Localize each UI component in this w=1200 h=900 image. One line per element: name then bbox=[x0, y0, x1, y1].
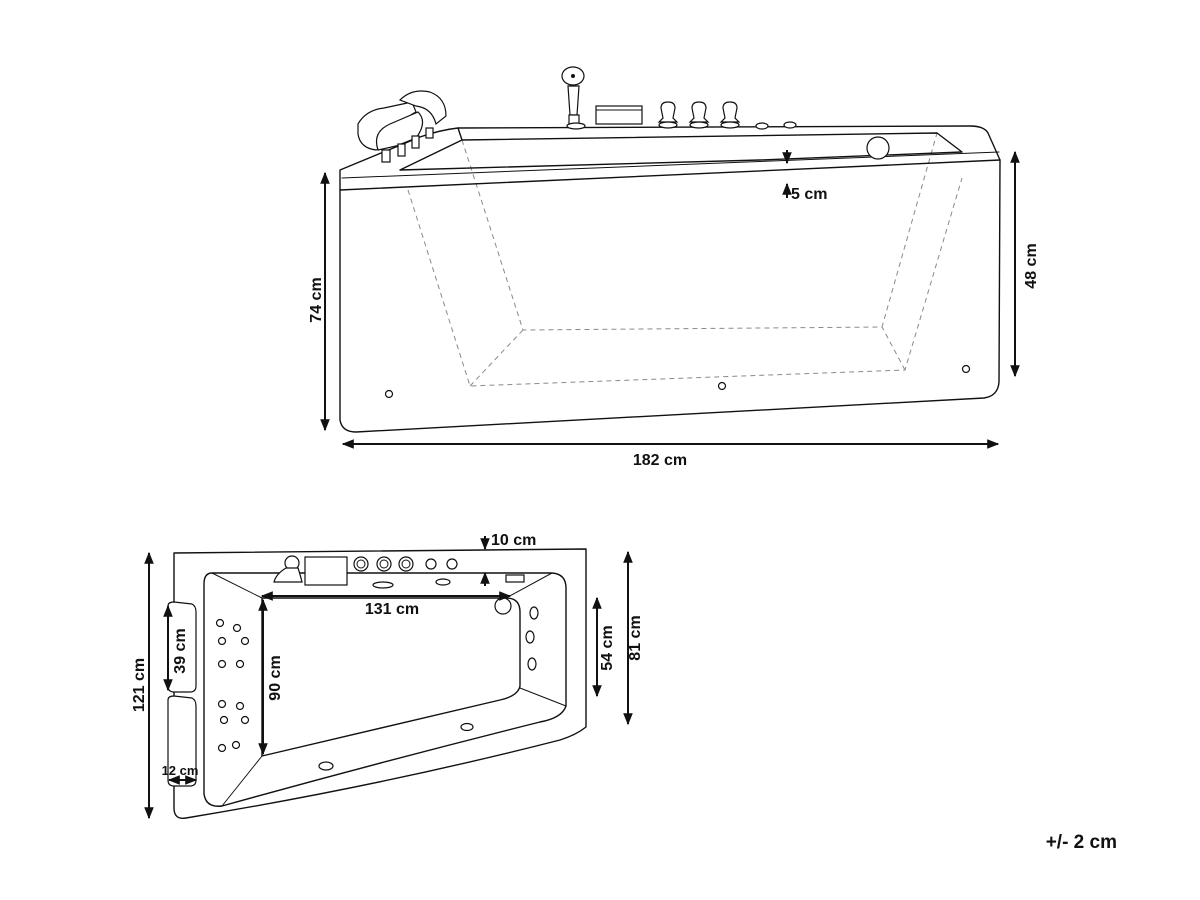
top-view: 121 cm 81 cm 54 cm 131 cm 90 cm 39 cm 12… bbox=[131, 532, 644, 820]
top-control-panel-icon bbox=[304, 556, 348, 586]
front-view: 74 cm 48 cm 182 cm 5 cm bbox=[308, 66, 1040, 469]
dim-182cm-label: 182 cm bbox=[633, 452, 687, 469]
front-hidden-lines bbox=[407, 132, 963, 387]
top-drain-icon bbox=[372, 581, 394, 589]
top-air-button-icon-2 bbox=[446, 558, 458, 570]
front-tub-opening bbox=[399, 127, 963, 171]
dim-74cm-label: 74 cm bbox=[308, 277, 325, 322]
dim-131cm-label: 131 cm bbox=[365, 601, 419, 618]
overflow-icon bbox=[866, 136, 890, 160]
top-hand-shower-icon bbox=[273, 555, 303, 583]
jet-dot-right bbox=[961, 364, 971, 374]
front-body-outline bbox=[339, 125, 1001, 433]
dim-54cm-label: 54 cm bbox=[599, 625, 616, 670]
top-faucet-knob-icons bbox=[353, 556, 414, 572]
jet-dot-left bbox=[384, 389, 394, 399]
faucet-knob-icons bbox=[657, 101, 741, 129]
top-drain-icon-2 bbox=[435, 578, 451, 586]
headrest-icon bbox=[357, 90, 447, 163]
air-button-icon-2 bbox=[783, 121, 797, 129]
top-inner-rim bbox=[203, 572, 567, 807]
dim-5cm-label: 5 cm bbox=[791, 186, 827, 203]
dim-12cm-label: 12 cm bbox=[162, 763, 199, 778]
tolerance-note: +/- 2 cm bbox=[1046, 832, 1117, 853]
control-panel-icon bbox=[595, 105, 643, 125]
hand-shower-icon bbox=[561, 66, 586, 130]
top-overflow-icon bbox=[494, 597, 512, 615]
dim-48cm-label: 48 cm bbox=[1023, 243, 1040, 288]
top-jet-icons bbox=[215, 606, 539, 771]
dim-10cm-label: 10 cm bbox=[491, 532, 536, 549]
top-spout-icon bbox=[505, 574, 525, 583]
dim-121cm-label: 121 cm bbox=[131, 658, 148, 712]
dim-81cm-label: 81 cm bbox=[627, 615, 644, 660]
top-headrest-icon bbox=[167, 601, 197, 787]
jet-dot-middle bbox=[717, 381, 727, 391]
air-button-icon-1 bbox=[755, 122, 769, 130]
top-air-button-icon-1 bbox=[425, 558, 437, 570]
dim-39cm-label: 39 cm bbox=[172, 628, 189, 673]
top-basin-floor bbox=[261, 597, 521, 757]
front-skirt-edge bbox=[339, 159, 1001, 191]
top-outer-outline bbox=[173, 548, 587, 819]
dim-90cm-label: 90 cm bbox=[267, 655, 284, 700]
